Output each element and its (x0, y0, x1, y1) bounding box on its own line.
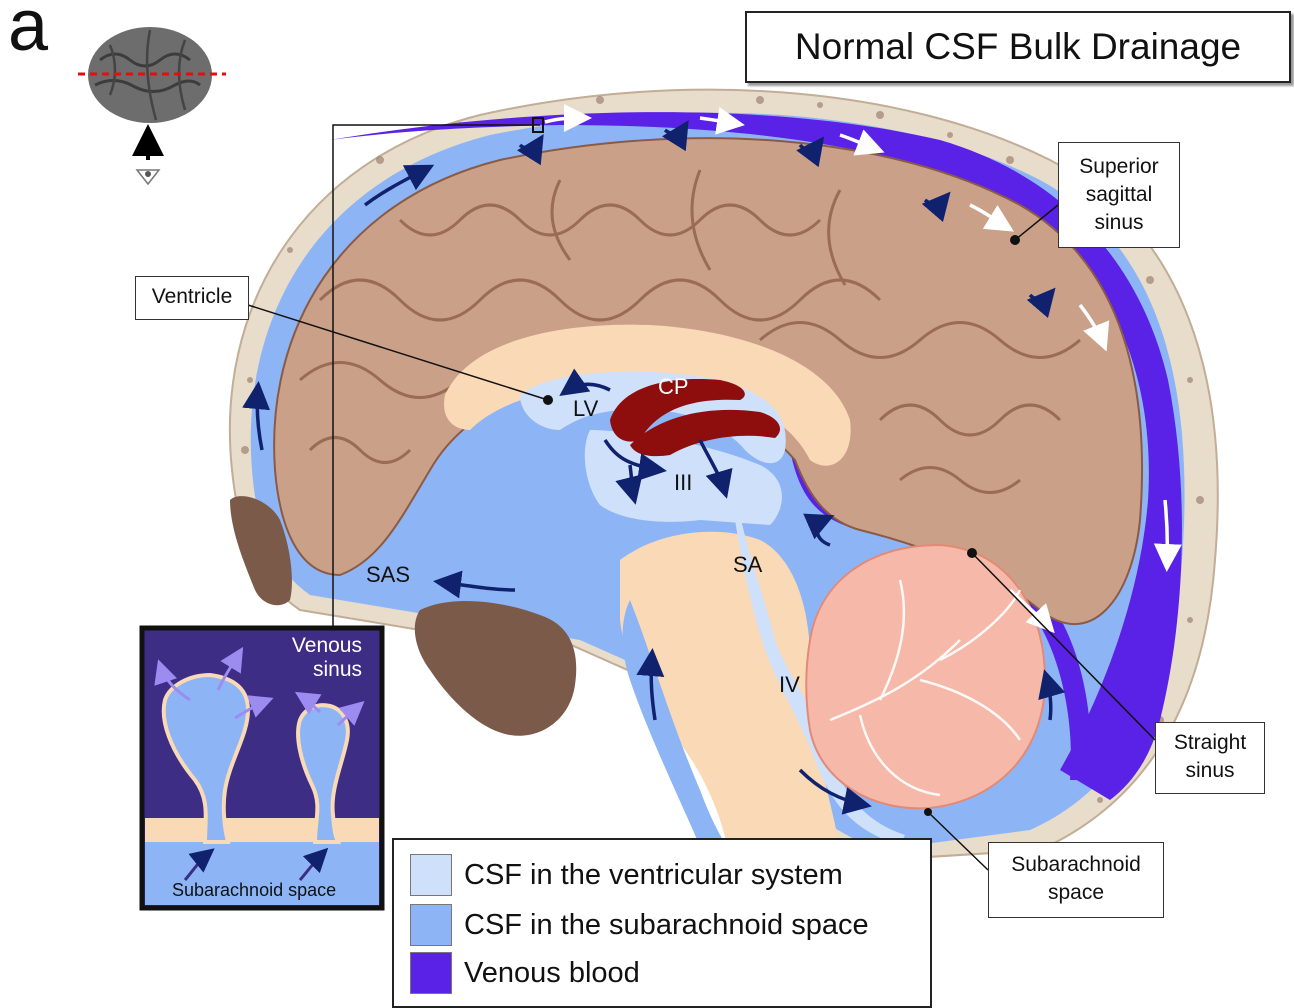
label-iii: III (674, 470, 692, 496)
label-sas: SAS (366, 562, 410, 588)
orientation-brain-icon (78, 27, 226, 184)
label-lv: LV (573, 396, 598, 422)
sphenoid-bone (415, 601, 576, 736)
callout-subarachnoid-space: Subarachnoid space (988, 842, 1164, 918)
callout-ventricle: Ventricle (135, 276, 249, 320)
legend-label: CSF in the subarachnoid space (464, 909, 869, 942)
legend-swatch-ventricular (410, 854, 452, 896)
callout-straight-sinus: Straight sinus (1155, 722, 1265, 794)
label-cp: CP (658, 374, 689, 400)
legend-swatch-venous (410, 952, 452, 994)
legend: CSF in the ventricular system CSF in the… (392, 838, 932, 1008)
label-sa: SA (733, 552, 762, 578)
inset-venous-sinus-label: Venous sinus (250, 634, 362, 682)
legend-label: CSF in the ventricular system (464, 859, 843, 892)
diagram-title-text: Normal CSF Bulk Drainage (795, 26, 1241, 68)
cerebellum (806, 545, 1045, 808)
diagram-title: Normal CSF Bulk Drainage (745, 11, 1291, 83)
callout-superior-sagittal-sinus: Superior sagittal sinus (1058, 142, 1180, 248)
legend-item: Venous blood (410, 952, 640, 994)
legend-item: CSF in the ventricular system (410, 854, 843, 896)
label-iv: IV (779, 672, 800, 698)
legend-label: Venous blood (464, 957, 640, 990)
legend-swatch-subarachnoid (410, 904, 452, 946)
panel-letter: a (8, 0, 48, 62)
legend-item: CSF in the subarachnoid space (410, 904, 869, 946)
inset-subarachnoid-label: Subarachnoid space (172, 880, 336, 901)
